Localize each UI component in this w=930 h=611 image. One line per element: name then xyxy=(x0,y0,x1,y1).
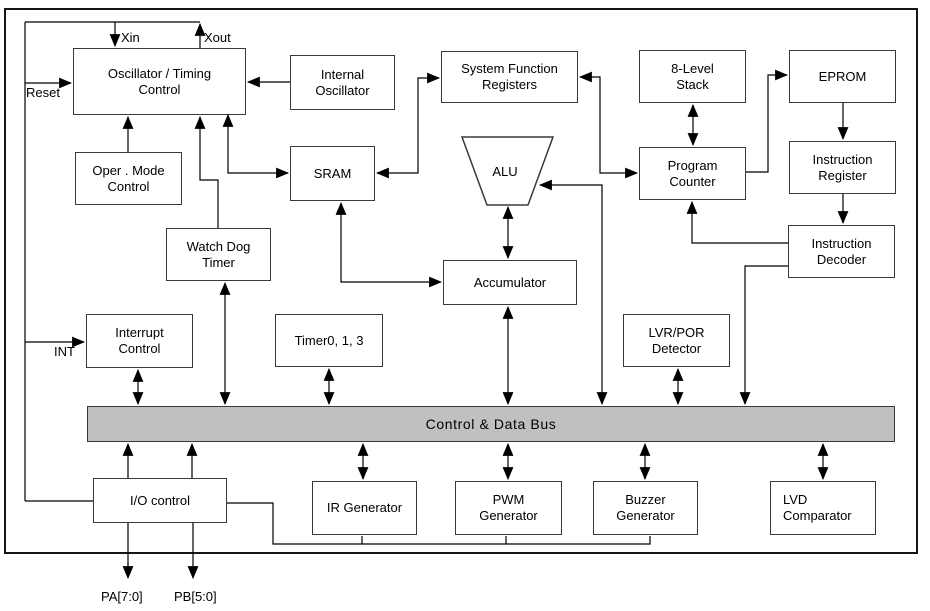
block-oper-mode-control: Oper . Mode Control xyxy=(75,152,182,205)
block-oscillator-timing-control: Oscillator / Timing Control xyxy=(73,48,246,115)
block-internal-oscillator: Internal Oscillator xyxy=(290,55,395,110)
block-interrupt-control: Interrupt Control xyxy=(86,314,193,368)
bus-label: Control & Data Bus xyxy=(425,416,557,432)
block-system-function-registers: System Function Registers xyxy=(441,51,578,103)
chip-boundary xyxy=(4,8,918,554)
block-io-control: I/O control xyxy=(93,478,227,523)
control-data-bus: Control & Data Bus xyxy=(87,406,895,442)
block-lvr-por-detector: LVR/POR Detector xyxy=(623,314,730,367)
block-lvd-comparator: LVD Comparator xyxy=(770,481,876,535)
block-pwm-generator: PWM Generator xyxy=(455,481,562,535)
block-program-counter: Program Counter xyxy=(639,147,746,200)
block-8-level-stack: 8-Level Stack xyxy=(639,50,746,103)
block-instruction-decoder: Instruction Decoder xyxy=(788,225,895,278)
block-ir-generator: IR Generator xyxy=(312,481,417,535)
block-watch-dog-timer: Watch Dog Timer xyxy=(166,228,271,281)
block-instruction-register: Instruction Register xyxy=(789,141,896,194)
block-sram: SRAM xyxy=(290,146,375,201)
pin-label-port-a: PA[7:0] xyxy=(101,589,143,604)
pin-label-reset: Reset xyxy=(26,85,60,100)
block-eprom: EPROM xyxy=(789,50,896,103)
block-timer-0-1-3: Timer0, 1, 3 xyxy=(275,314,383,367)
block-alu-label: ALU xyxy=(492,163,518,179)
block-buzzer-generator: Buzzer Generator xyxy=(593,481,698,535)
block-accumulator: Accumulator xyxy=(443,260,577,305)
pin-label-int: INT xyxy=(54,344,75,359)
pin-label-port-b: PB[5:0] xyxy=(174,589,217,604)
pin-label-xin: Xin xyxy=(121,30,140,45)
pin-label-xout: Xout xyxy=(204,30,231,45)
